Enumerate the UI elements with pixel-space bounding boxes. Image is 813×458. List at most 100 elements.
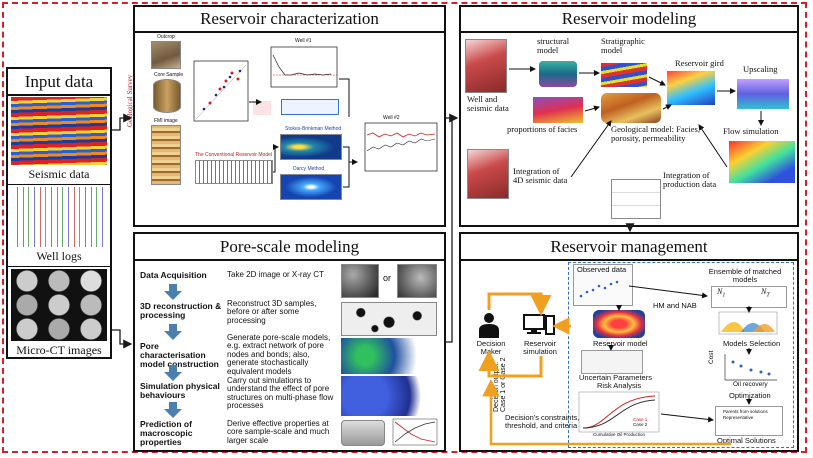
step-label-2: 3D reconstruction & processing	[140, 301, 222, 320]
reservoir-model-image	[593, 310, 645, 338]
uncertain-parameters-box	[581, 350, 643, 374]
proportions-image	[533, 97, 583, 123]
uncertain-parameters-label: Uncertain Parameters	[579, 373, 652, 382]
cumulative-oil-label: Cumulative Oil Production	[593, 432, 646, 437]
management-title-rule	[461, 259, 797, 261]
microct-label: Micro-CT images	[16, 343, 102, 357]
step-label-5: Prediction of macroscopic properties	[140, 419, 193, 447]
models-selection-label: Models Selection	[723, 339, 781, 348]
well-logs-image	[12, 187, 106, 247]
reservoir-simulation-label: Reservoir simulation	[523, 339, 557, 356]
microct-image	[11, 269, 107, 341]
blue-annotation-box	[281, 99, 339, 115]
pore-network-image	[341, 338, 437, 374]
modeling-title-rule	[461, 31, 797, 33]
fmi-image-label: FMI image	[154, 118, 178, 124]
parents-label: Parents from solutions	[723, 409, 768, 414]
well1-label: Well #1	[295, 38, 312, 44]
step-desc-1: Take 2D image or X-ray CT	[227, 270, 324, 279]
step-label-1: Data Acquisition	[140, 270, 207, 280]
ensemble-nt: NT	[761, 287, 770, 299]
oil-recovery-label: Oil recovery	[733, 381, 768, 388]
well1-plot	[270, 46, 338, 88]
step-desc-3: Generate pore-scale models, e.g. extract…	[227, 333, 331, 376]
ct-slice-2d-image	[341, 264, 379, 298]
reservoir-management-panel: Reservoir management Decision Maker Rese…	[459, 232, 799, 452]
well2-label: Well #2	[383, 115, 400, 121]
step-desc-4: Carry out simulations to understand the …	[227, 376, 334, 411]
reservoir-modeling-panel: Reservoir modeling Well and seismic data…	[459, 5, 799, 227]
hm-nab-label: HM and NAB	[653, 301, 697, 310]
stratigraphic-model-image	[601, 63, 647, 87]
seismic4d-label: Integration of 4D seismic data	[513, 166, 568, 185]
core-sample-label: Core Sample	[154, 72, 184, 78]
optimization-plot	[724, 354, 777, 381]
well-logs-label: Well logs	[36, 249, 82, 263]
reconstruction-image	[341, 302, 437, 336]
optimal-solutions-label: Optimal Solutions	[717, 436, 776, 445]
darcy-label: Darcy Method	[293, 166, 325, 172]
case1-label: Case 1	[633, 417, 648, 422]
representative-label: Representative	[723, 415, 754, 420]
core-sample-image	[153, 79, 181, 113]
step-desc-2: Reconstruct 3D samples, before or after …	[227, 299, 317, 325]
pore-title-rule	[135, 259, 444, 261]
seismic-label: Seismic data	[28, 167, 90, 181]
input-rule-2	[8, 184, 110, 185]
management-title: Reservoir management	[550, 237, 708, 256]
input-data-title: Input data	[24, 72, 94, 91]
pore-title: Pore-scale modeling	[219, 237, 360, 256]
stokes-label: Stokes-Brinkman Method	[285, 126, 342, 132]
input-data-panel: Input data Seismic data Well logs Micro-…	[6, 67, 112, 359]
step-arrow-4	[164, 402, 182, 418]
input-rule-3	[8, 266, 110, 267]
outcrop-image	[151, 41, 181, 69]
flow-simulation-image	[729, 141, 795, 183]
input-title-rule	[8, 94, 110, 96]
structural-model-label: structural model	[537, 36, 570, 55]
well2-plot	[364, 122, 438, 172]
flow-simulation-label: Flow simulation	[723, 126, 779, 136]
reservoir-characterization-panel: Reservoir characterization Geological Su…	[126, 5, 446, 227]
production-data-label: Integration of production data	[663, 170, 717, 189]
decision-maker-icon	[479, 313, 499, 338]
ct-volume-image	[397, 264, 437, 298]
ensemble-label: Ensemble of matched models	[708, 267, 782, 284]
characterization-arrows	[249, 78, 358, 188]
macroscopic-curve	[392, 418, 438, 446]
optimal-solutions-box	[715, 406, 783, 436]
ensemble-n1-letter: N	[717, 287, 723, 296]
management-arrows	[478, 285, 752, 446]
management-dashed-box	[568, 262, 794, 448]
pore-scale-panel: Pore-scale modeling Data Acquisition Tak…	[133, 232, 446, 452]
geological-model-image	[601, 93, 661, 123]
ensemble-n1: N1	[717, 287, 726, 299]
stratigraphic-model-label: Stratigraphic model	[601, 36, 645, 55]
reservoir-model-label: Reservoir model	[593, 339, 648, 348]
upscaling-image	[737, 79, 789, 109]
step-arrow-3	[164, 365, 182, 381]
outcrop-label: Outcrop	[157, 34, 175, 40]
risk-analysis-plot	[578, 391, 660, 433]
darcy-image	[280, 174, 342, 200]
or-label: or	[383, 273, 392, 283]
constraints-label: Decision's constraints, threshold, and c…	[505, 413, 580, 430]
fmi-image	[151, 125, 181, 185]
reservoir-grid-image	[667, 71, 715, 105]
simulation-image	[341, 376, 437, 416]
observed-data-plot	[579, 280, 619, 298]
ensemble-nt-letter: N	[761, 287, 767, 296]
ensemble-nt-sub: T	[766, 292, 770, 299]
optimization-label: Optimization	[729, 391, 771, 400]
proportions-label: proportions of facies	[507, 124, 578, 134]
step-arrow-1	[164, 284, 182, 300]
conventional-model-image	[195, 160, 273, 184]
structural-model-image	[539, 61, 577, 87]
upscaling-label: Upscaling	[743, 64, 778, 74]
observed-data-label: Observed data	[577, 265, 627, 274]
case2-label: Case 2	[633, 422, 648, 427]
outer-dashed-border	[2, 2, 807, 453]
ensemble-n1-sub: 1	[722, 292, 726, 299]
geological-model-label: Geological model: Facies, porosity, perm…	[611, 124, 700, 143]
macroscopic-core-image	[341, 420, 385, 446]
